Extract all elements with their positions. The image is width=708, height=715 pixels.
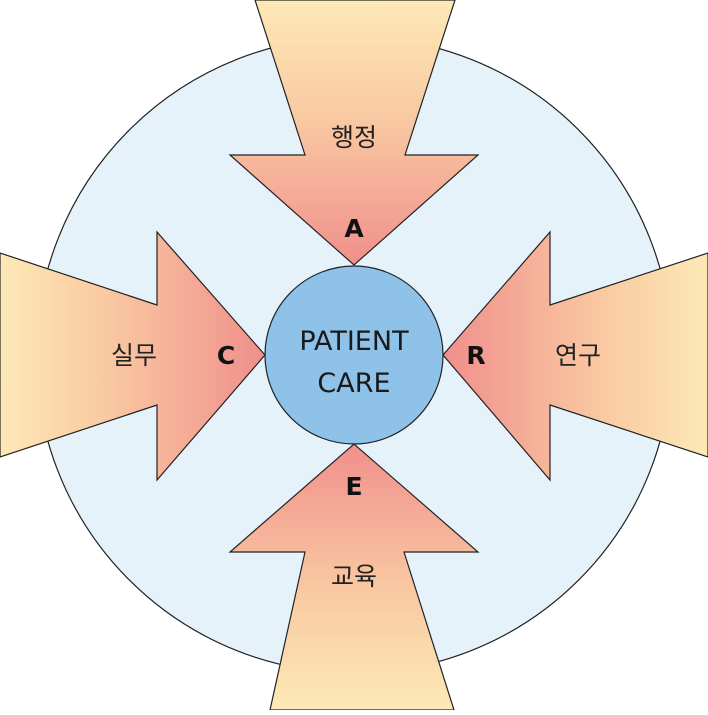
arrow-bottom-word: 교육 [331,562,377,591]
arrow-left-letter: C [217,341,235,370]
arrow-top-letter: A [344,214,364,243]
center-label-line2: CARE [317,368,390,399]
arrow-left-word: 실무 [111,341,157,370]
arrow-right-letter: R [466,341,485,370]
arrow-bottom [228,443,480,711]
arrow-right-word: 연구 [555,341,601,370]
arrow-top-word: 행정 [331,123,377,152]
center-circle [264,265,444,445]
arrow-bottom-letter: E [345,472,362,501]
center-label-line1: PATIENT [299,326,409,357]
arrow-right [442,230,708,482]
arrow-top [228,0,480,266]
arrow-left [0,230,266,482]
